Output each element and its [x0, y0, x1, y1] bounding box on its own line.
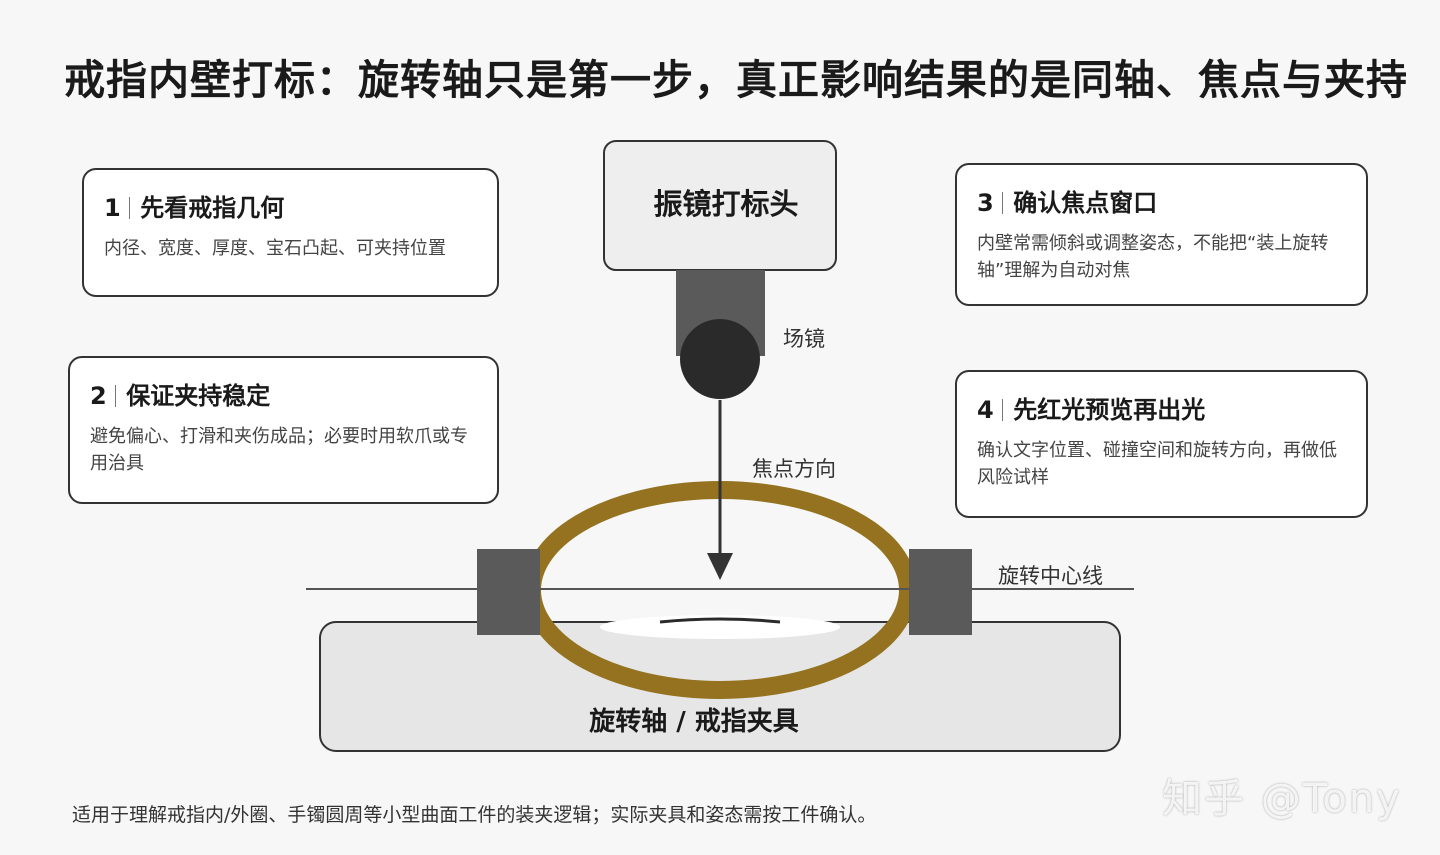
fixture-base-label: 旋转轴 / 戒指夹具: [589, 707, 799, 737]
field-lens: [680, 319, 760, 399]
field-lens-label: 场镜: [783, 327, 825, 351]
step-card-2-heading: 2 保证夹持稳定: [90, 376, 477, 411]
clamp-right: [909, 549, 972, 635]
step-card-4-title: 先红光预览再出光: [1013, 396, 1206, 424]
step-card-1-number: 1: [104, 194, 121, 222]
step-card-2-title: 保证夹持稳定: [126, 382, 271, 410]
clamp-left: [477, 549, 540, 635]
step-card-4: 4 先红光预览再出光 确认文字位置、碰撞空间和旋转方向，再做低风险试样: [955, 370, 1368, 518]
step-card-4-body: 确认文字位置、碰撞空间和旋转方向，再做低风险试样: [977, 440, 1337, 488]
step-card-2-body: 避免偏心、打滑和夹伤成品；必要时用软爪或专用治具: [90, 426, 468, 474]
step-card-2: 2 保证夹持稳定 避免偏心、打滑和夹伤成品；必要时用软爪或专用治具: [68, 356, 499, 504]
step-card-3-heading: 3 确认焦点窗口: [977, 183, 1346, 218]
ring-inner-arc: [659, 617, 781, 624]
step-card-4-heading: 4 先红光预览再出光: [977, 390, 1346, 425]
step-card-4-number: 4: [977, 396, 994, 424]
step-card-1: 1 先看戒指几何 内径、宽度、厚度、宝石凸起、可夹持位置: [82, 168, 499, 297]
step-card-1-divider: [128, 197, 131, 219]
footer-note: 适用于理解戒指内/外圈、手镯圆周等小型曲面工件的装夹逻辑；实际夹具和姿态需按工件…: [72, 804, 877, 826]
focus-direction-label: 焦点方向: [752, 457, 836, 481]
rotation-center-label: 旋转中心线: [998, 564, 1103, 588]
step-card-3-body: 内壁常需倾斜或调整姿态，不能把“装上旋转轴”理解为自动对焦: [977, 233, 1329, 281]
marking-head-label: 振镜打标头: [653, 187, 798, 221]
step-card-1-body: 内径、宽度、厚度、宝石凸起、可夹持位置: [104, 238, 446, 259]
step-card-2-number: 2: [90, 382, 107, 410]
step-card-3-divider: [1001, 192, 1004, 214]
step-card-4-divider: [1001, 399, 1004, 421]
step-card-1-heading: 1 先看戒指几何: [104, 188, 477, 223]
focus-arrowhead: [707, 553, 733, 580]
step-card-1-title: 先看戒指几何: [140, 194, 285, 222]
page-title: 戒指内壁打标：旋转轴只是第一步，真正影响结果的是同轴、焦点与夹持: [64, 56, 1408, 104]
watermark: 知乎 @Tony: [1162, 776, 1402, 822]
step-card-2-divider: [114, 385, 117, 407]
step-card-3: 3 确认焦点窗口 内壁常需倾斜或调整姿态，不能把“装上旋转轴”理解为自动对焦: [955, 163, 1368, 306]
step-card-3-number: 3: [977, 189, 994, 217]
step-card-3-title: 确认焦点窗口: [1013, 189, 1158, 217]
